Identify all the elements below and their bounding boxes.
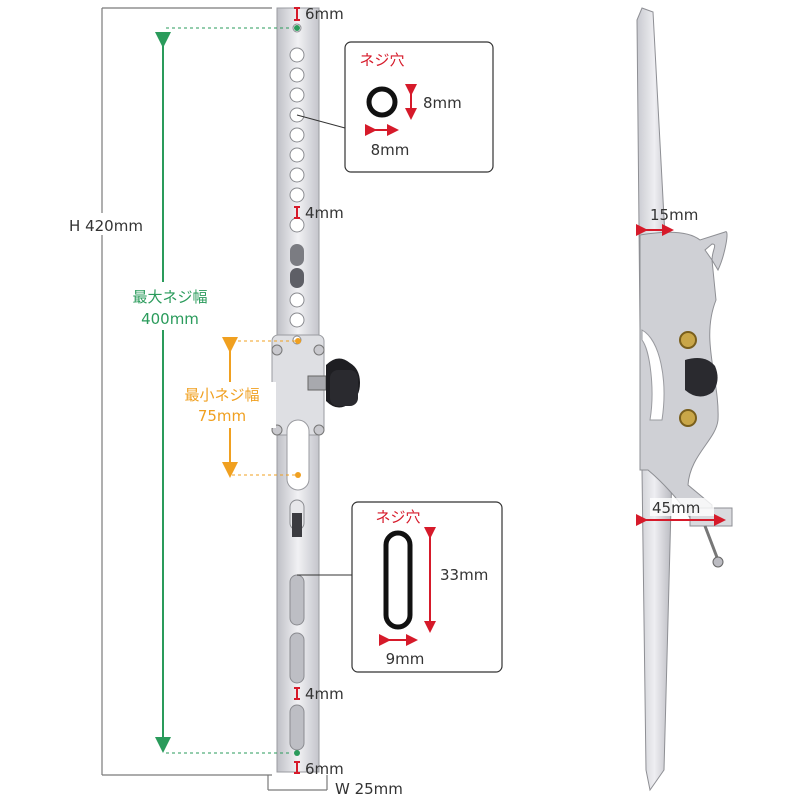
round-hole [289,217,305,233]
orange-dot-bottom [295,472,301,478]
slot-width-label: 9mm [386,650,425,668]
round-hole [289,167,305,183]
min-pitch-value: 75mm [198,407,246,425]
round-hole [289,127,305,143]
bottom-gap-label: 6mm [305,760,344,778]
bottom-screw [703,525,720,561]
width-label: W 25mm [335,780,403,798]
callout-round-hole: ネジ穴 8mm 8mm [296,41,494,173]
top-green-dot [294,25,300,31]
max-pitch-value: 400mm [141,310,199,328]
min-pitch-label: 最小ネジ幅 [184,386,259,404]
round-hole [289,147,305,163]
red-ticks [294,7,300,774]
round-width-label: 8mm [371,141,410,159]
max-pitch-label: 最大ネジ幅 [132,288,207,306]
slot-height-label: 33mm [440,566,488,584]
side-knob-icon [685,358,718,397]
upper-slot-2 [290,268,304,288]
sliding-slot [286,419,310,491]
brass-screw-bottom [679,409,697,427]
hole-pitch-bottom-label: 4mm [305,685,344,703]
bolt-bottom-right [313,424,325,436]
callout-round-title: ネジ穴 [359,51,404,69]
slot-hole-icon [383,530,413,630]
hole-pitch-top-label: 4mm [305,204,344,222]
upper-slot [290,244,304,266]
round-hole [289,187,305,203]
round-hole [289,292,305,308]
round-hole [289,67,305,83]
orange-dot-top [295,338,301,344]
side-top-label: 15mm [650,206,698,224]
lower-slot-3 [289,574,305,626]
top-gap-label: 6mm [305,5,344,23]
height-dimension [101,7,328,791]
front-bracket [271,7,360,773]
height-label: H 420mm [69,217,143,235]
bottom-green-dot [294,750,300,756]
round-hole [289,47,305,63]
round-hole [289,312,305,328]
side-bottom-label: 45mm [652,499,700,517]
knob-icon [307,358,360,408]
round-hole [289,87,305,103]
callout-slot: ネジ穴 33mm 9mm [297,501,503,673]
lower-slot-2 [292,513,302,537]
callout-slot-title: ネジ穴 [375,508,420,526]
brass-screw-top [679,331,697,349]
bolt-top-left [271,344,283,356]
round-hole-icon [366,86,398,118]
bolt-top-right [313,344,325,356]
side-bracket [636,7,733,792]
round-height-label: 8mm [423,94,462,112]
lower-slot-4 [289,632,305,684]
lower-slot-5 [289,704,305,751]
